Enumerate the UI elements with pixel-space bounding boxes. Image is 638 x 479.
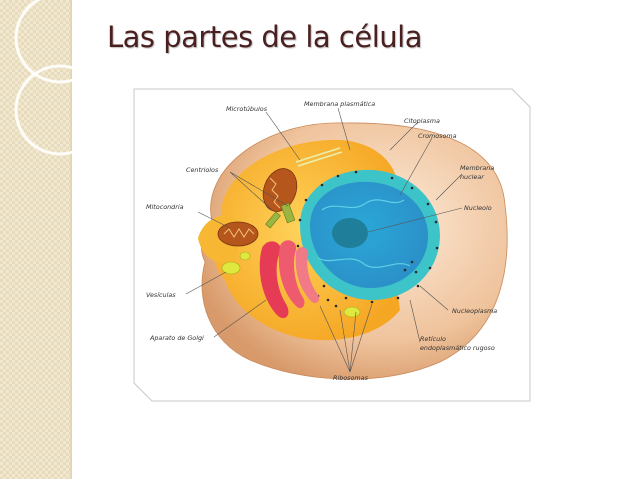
mitochondrion-cristae-lower [223, 228, 255, 238]
label-nucleolo: Nucleolo [464, 204, 492, 212]
label-centriolos: Centriolos [186, 166, 219, 174]
label-microtubulos: Microtúbulos [226, 105, 268, 113]
golgi-apparatus [259, 240, 319, 319]
microtubules [295, 147, 343, 167]
label-mitocondria: Mitocondria [146, 203, 184, 211]
label-ribosomas: Ribosomas [333, 374, 369, 382]
chromatin [317, 199, 411, 269]
nucleolus [332, 218, 368, 248]
slide-title: Las partes de la célula [107, 20, 422, 54]
label-cromosoma: Cromosoma [418, 132, 457, 140]
vesicle-2 [239, 251, 251, 261]
label-membrana-nuclear-1: Membrana [460, 164, 494, 172]
label-membrana-nuclear-2: nuclear [460, 173, 484, 181]
mitochondrion-cristae [269, 177, 281, 209]
label-nucleoplasma: Nucleoplasma [452, 307, 497, 315]
label-reticulo-2: endoplasmático rugoso [420, 344, 495, 352]
label-reticulo-1: Retículo [420, 335, 446, 343]
ring-top [14, 0, 106, 84]
vesicle-3 [343, 306, 361, 318]
leader-lines [185, 107, 463, 373]
ring-bottom [14, 64, 106, 156]
strip-edge-line [70, 0, 72, 479]
mitochondrion-lower [217, 221, 259, 247]
centriole-2 [265, 211, 281, 229]
label-vesiculas: Vesículas [146, 291, 176, 299]
label-membrana-plasmatica: Membrana plasmática [304, 100, 375, 108]
decorative-side-strip [0, 0, 70, 479]
vesicle-1 [221, 261, 241, 275]
decorative-rings [14, 0, 106, 156]
label-citoplasma: Citoplasma [404, 117, 440, 125]
label-aparato-golgi: Aparato de Golgi [149, 334, 204, 342]
nucleoplasm [310, 181, 428, 288]
